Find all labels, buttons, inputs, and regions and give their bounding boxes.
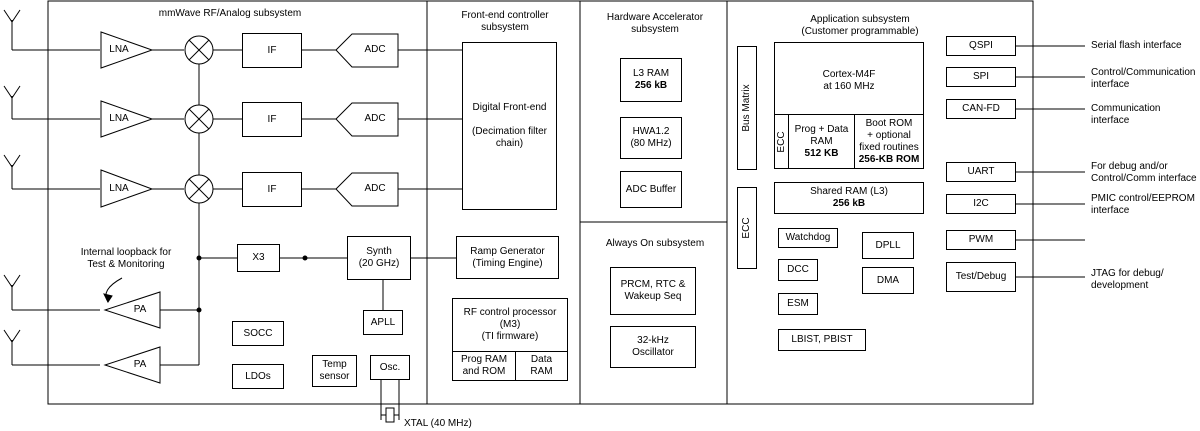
tx-antenna-icon xyxy=(3,329,100,366)
lna-label: LNA xyxy=(109,113,129,124)
x3-multiplier: X3 xyxy=(237,244,280,272)
pa-label: PA xyxy=(133,359,147,370)
boot-rom-label: Boot ROM + optional fixed routines xyxy=(859,117,919,153)
shared-ram-label: Shared RAM (L3) xyxy=(810,186,888,197)
socc-block: SOCC xyxy=(232,321,284,346)
prog-data-ram-block: Prog + Data RAM 512 KB xyxy=(788,114,855,169)
adc-label: ADC xyxy=(364,44,386,55)
l3-ram-label: L3 RAM xyxy=(632,68,670,79)
tx-antenna-icon xyxy=(3,274,100,311)
if-block: IF xyxy=(242,172,302,207)
uart-interface-label: For debug and/or Control/Comm interface xyxy=(1091,161,1197,184)
bus-matrix-block: Bus Matrix xyxy=(737,46,757,170)
uart-block: UART xyxy=(946,162,1016,182)
i2c-interface-label: PMIC control/EEPROM interface xyxy=(1091,193,1195,216)
digital-frontend-block: Digital Front-end (Decimation filter cha… xyxy=(462,42,557,210)
adc-label: ADC xyxy=(364,113,386,124)
dma-block: DMA xyxy=(862,267,914,294)
lna-amplifier-icon xyxy=(100,100,154,138)
mixer-icon xyxy=(184,35,214,65)
ecc-inner-block: ECC xyxy=(774,114,789,169)
prog-data-ram-label: Prog + Data RAM xyxy=(794,123,849,147)
cortex-m4f-label: Cortex-M4F at 160 MHz xyxy=(822,69,876,92)
app-subsystem-title: Application subsystem (Customer programm… xyxy=(801,14,919,37)
dcc-block: DCC xyxy=(778,259,818,281)
boot-rom-block: Boot ROM + optional fixed routines 256-K… xyxy=(854,114,924,169)
temp-sensor-block: Temp sensor xyxy=(312,355,357,387)
rx-antenna-icon xyxy=(3,154,100,190)
lbist-pbist-block: LBIST, PBIST xyxy=(778,329,866,351)
shared-ram-size: 256 kB xyxy=(832,198,866,209)
esm-block: ESM xyxy=(778,293,818,315)
adc-buffer-block: ADC Buffer xyxy=(620,171,682,208)
i2c-block: I2C xyxy=(946,194,1016,214)
test-debug-block: Test/Debug xyxy=(946,262,1016,292)
outer-frame xyxy=(47,0,1034,405)
spi-interface-label: Control/Communication interface xyxy=(1091,67,1196,90)
prog-ram-rom-block: Prog RAM and ROM xyxy=(452,351,516,381)
watchdog-block: Watchdog xyxy=(778,228,838,248)
apll-block: APLL xyxy=(363,310,403,335)
canfd-interface-label: Communication interface xyxy=(1091,103,1161,126)
rf-control-processor-label: RF control processor (M3) (TI firmware) xyxy=(463,307,557,342)
mixer-icon xyxy=(184,174,214,204)
lna-label: LNA xyxy=(109,44,129,55)
l3-ram-size: 256 kB xyxy=(634,80,668,91)
mixer-icon xyxy=(184,104,214,134)
dpll-block: DPLL xyxy=(862,232,914,259)
lna-label: LNA xyxy=(109,183,129,194)
prog-data-ram-size: 512 KB xyxy=(804,147,839,159)
prcm-rtc-block: PRCM, RTC & Wakeup Seq xyxy=(610,267,696,315)
alwayson-subsystem-title: Always On subsystem xyxy=(605,238,705,249)
boot-rom-size: 256-KB ROM xyxy=(858,153,920,165)
osc-block: Osc. xyxy=(370,355,410,380)
ecc-label: ECC xyxy=(741,217,752,239)
loopback-label: Internal loopback for Test & Monitoring xyxy=(80,247,172,270)
xtal-label: XTAL (40 MHz) xyxy=(404,418,472,429)
synth-block: Synth (20 GHz) xyxy=(347,236,411,280)
rf-subsystem-title: mmWave RF/Analog subsystem xyxy=(158,8,302,19)
osc32k-block: 32-kHz Oscillator xyxy=(610,326,696,368)
lna-amplifier-icon xyxy=(100,31,154,69)
if-block: IF xyxy=(242,102,302,137)
qspi-block: QSPI xyxy=(946,36,1016,56)
ecc-inner-label: ECC xyxy=(775,130,787,153)
canfd-block: CAN-FD xyxy=(946,99,1016,119)
l3-ram-block: L3 RAM 256 kB xyxy=(620,58,682,102)
pa-label: PA xyxy=(133,304,147,315)
adc-label: ADC xyxy=(364,183,386,194)
if-block: IF xyxy=(242,33,302,68)
hwa12-block: HWA1.2 (80 MHz) xyxy=(620,117,682,159)
ecc-block: ECC xyxy=(737,187,757,269)
hwa-subsystem-title: Hardware Accelerator subsystem xyxy=(606,12,704,35)
test-debug-interface-label: JTAG for debug/ development xyxy=(1091,268,1164,291)
frontend-subsystem-title: Front-end controller subsystem xyxy=(461,10,549,33)
rx-antenna-icon xyxy=(3,85,100,120)
ramp-generator-block: Ramp Generator (Timing Engine) xyxy=(456,236,559,279)
pwm-block: PWM xyxy=(946,230,1016,250)
spi-block: SPI xyxy=(946,67,1016,87)
xtal-crystal-icon xyxy=(385,407,395,423)
lna-amplifier-icon xyxy=(100,169,154,208)
ldos-block: LDOs xyxy=(232,364,284,389)
data-ram-block: Data RAM xyxy=(515,351,568,381)
bus-matrix-label: Bus Matrix xyxy=(741,84,752,132)
shared-ram-block: Shared RAM (L3) 256 kB xyxy=(774,182,924,214)
rx-antenna-icon xyxy=(3,9,100,51)
qspi-interface-label: Serial flash interface xyxy=(1091,40,1182,51)
